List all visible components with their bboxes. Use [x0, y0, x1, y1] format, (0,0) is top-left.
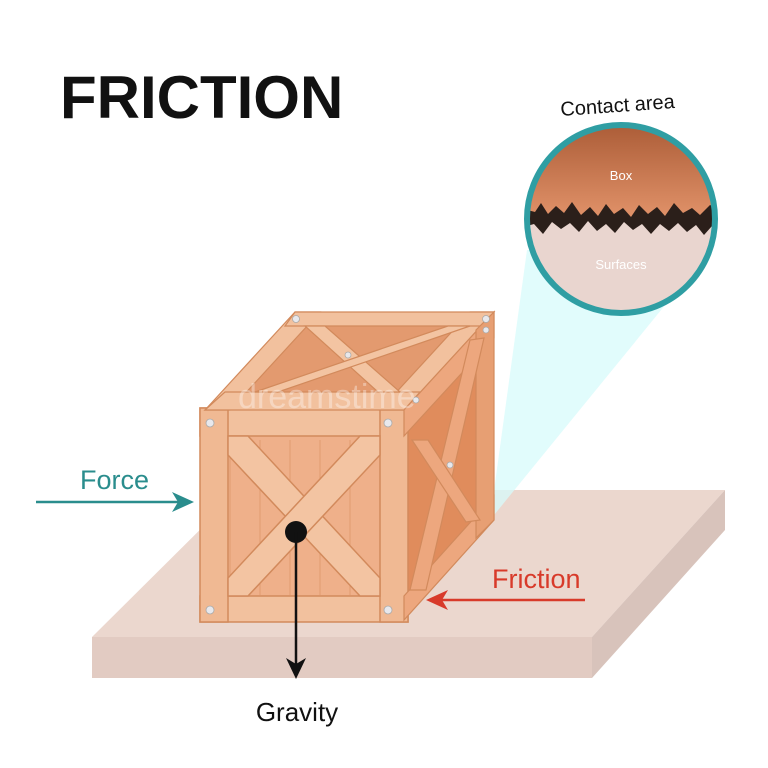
force-label: Force — [80, 465, 149, 495]
contact-area-label: Contact area — [560, 91, 677, 121]
friction-label: Friction — [492, 564, 581, 594]
zoom-cone — [490, 250, 710, 520]
watermark: dreamstime — [238, 378, 416, 416]
gravity-label: Gravity — [256, 697, 338, 727]
gravity-arrow — [285, 521, 307, 679]
friction-arrow — [426, 590, 585, 610]
force-arrow — [36, 492, 194, 512]
surfaces-label: Surfaces — [595, 257, 647, 272]
box-label: Box — [610, 168, 633, 183]
diagram-title: FRICTION — [60, 64, 343, 131]
wooden-crate — [199, 310, 496, 623]
